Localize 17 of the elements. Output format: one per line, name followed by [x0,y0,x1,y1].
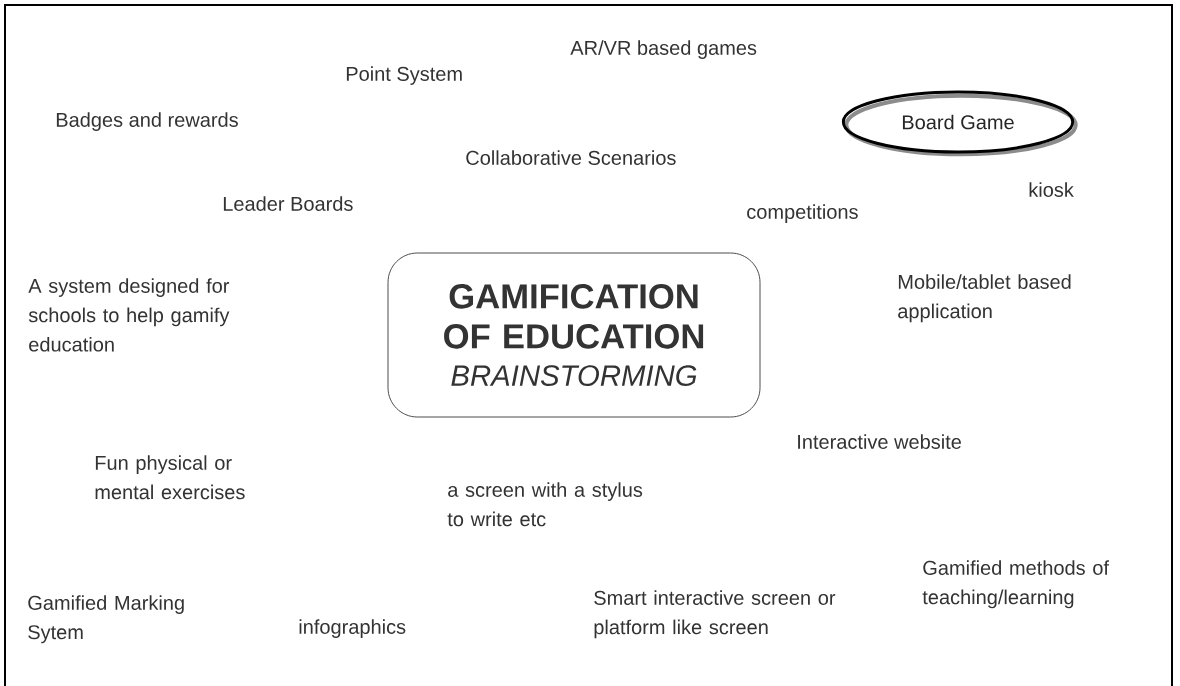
idea-text: Gamified Marking Sytem [28,595,184,644]
idea-text: Badges and rewards [56,112,238,131]
title-box: GAMIFICATION OF EDUCATION BRAINSTORMING [387,252,761,418]
idea-text: Interactive website [798,434,961,449]
idea-text: A system designed for schools to help gamify education [28,278,230,352]
idea-text: Leader Boards [223,196,353,211]
idea-text: Gamified methods of teaching/learning [922,560,1109,609]
idea-text: competitions [747,204,858,223]
idea-text: Fun physical or mental exercises [95,455,245,500]
idea-text: AR/VR based games [570,40,757,59]
idea-text: Smart interactive screen or platform like screen [594,590,836,639]
idea-text: a screen with a stylus to write etc [447,482,643,527]
idea-text: Mobile/tablet based application [898,274,1071,323]
idea-text: infographics [299,619,406,638]
idea-text: Point System [346,66,462,85]
idea-text: kiosk [1029,182,1074,197]
idea-text: Collaborative Scenarios [466,150,676,165]
